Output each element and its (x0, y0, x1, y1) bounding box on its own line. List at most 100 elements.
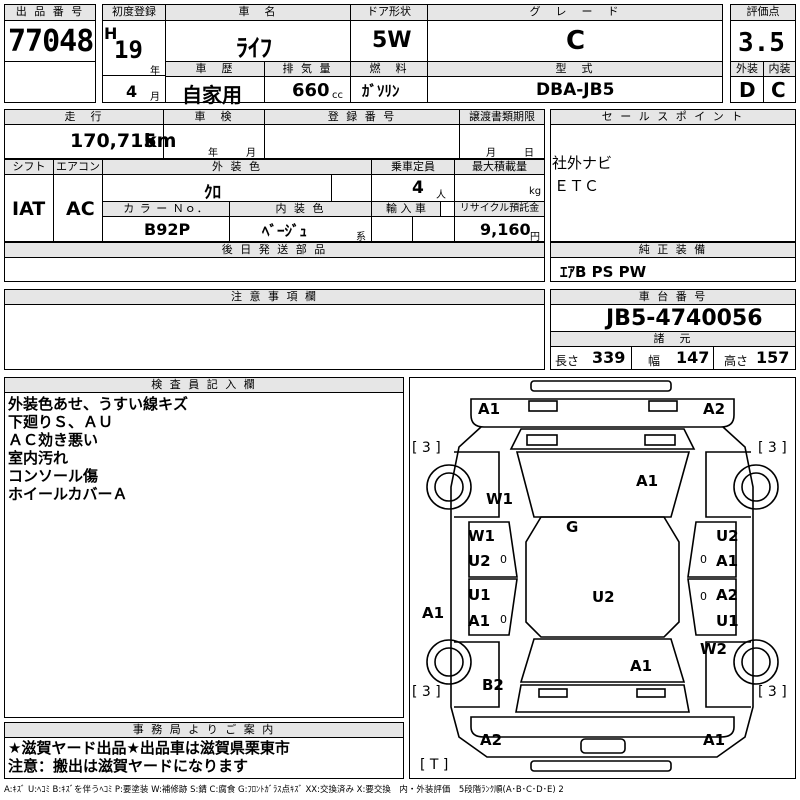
transfer-doc-label: 譲渡書類期限 (459, 109, 545, 125)
front-panel-outline (470, 398, 735, 428)
front-door-left-outline (468, 521, 518, 578)
model: DBA-JB5 (536, 80, 615, 100)
damage-mark: 0 (700, 553, 707, 566)
sales-point: 社外ナビ (552, 154, 613, 172)
interior-cell (763, 76, 796, 103)
era: H (104, 24, 118, 43)
damage-mark: A1 (630, 657, 653, 675)
damage-mark: A1 (422, 604, 445, 622)
import-cell-a (371, 216, 413, 242)
sales-point: ＥＴＣ (554, 177, 600, 195)
damage-mark: A1 (478, 400, 501, 418)
notes-label: 注 意 事 項 欄 (4, 289, 545, 305)
inspector-note: コンソール傷 (8, 467, 99, 485)
damage-mark: 0 (500, 553, 507, 566)
damage-mark: U1 (468, 586, 491, 604)
interior-grade: C (771, 78, 786, 102)
aircon-label: エアコン (53, 159, 103, 175)
office-note: 注意：搬出は滋賀ヤードになります (8, 757, 249, 775)
car-diagram-frame (409, 377, 796, 779)
tire-tread-bracket: [ 3 ] (758, 440, 787, 456)
office-note: ★滋賀ヤード出品★出品車は滋賀県栗東市 (8, 739, 290, 757)
capacity: 4 (412, 178, 424, 198)
inspector-note: 室内汚れ (8, 449, 69, 467)
shift: IAT (12, 198, 46, 220)
car-diagram (426, 380, 779, 772)
body-outline (450, 426, 754, 758)
wheel-rear-right (733, 639, 779, 685)
damage-mark: W2 (700, 640, 727, 658)
notes-cell (4, 304, 545, 370)
inspector-notes-cell (4, 392, 404, 718)
damage-mark: A2 (703, 400, 726, 418)
genuine-equipment-label: 純 正 装 備 (550, 242, 796, 258)
door-label: ドア形状 (350, 4, 428, 21)
wheel-rear-left (426, 639, 472, 685)
mileage-label: 走 行 (4, 109, 164, 125)
damage-mark: U2 (592, 588, 615, 606)
rear-bumper-outline (530, 760, 672, 772)
recycle-unit: 円 (530, 232, 540, 243)
history: 自家用 (182, 83, 242, 107)
fuel-label: 燃 料 (350, 61, 428, 77)
damage-mark: A1 (703, 731, 726, 749)
wiper-left-outline (526, 434, 558, 446)
recycle-fee: 9,160 (480, 220, 531, 239)
month-unit: 月 (150, 92, 160, 103)
front-fender-left-outline (454, 451, 500, 518)
shift-label: シフト (4, 159, 54, 175)
inspector-notes: 外装色あせ、うすい線キズ 下廻りＳ、ＡＵ ＡＣ効き悪い 室内汚れ コンソール傷 … (8, 395, 188, 503)
reg-no-cell (264, 124, 460, 159)
model-label: 型 式 (427, 61, 723, 77)
damage-mark: B2 (482, 676, 504, 694)
color-no: B92P (144, 220, 191, 239)
reg-year: 19 (114, 36, 143, 64)
headlight-left-outline (528, 400, 558, 412)
sales-points-label: セ ー ル ス ポ イ ン ト (550, 109, 796, 125)
reg-month: 4 (126, 82, 138, 101)
height-label: 高さ (724, 354, 749, 368)
car-name-label: 車 名 (165, 4, 351, 21)
recycle-label: リサイクル預託金 (454, 201, 545, 217)
body-color-label: 外 装 色 (102, 159, 372, 175)
length-label: 長さ (555, 354, 580, 368)
specs-label: 諸 元 (550, 331, 796, 347)
grade-label: グ レ ー ド (427, 4, 723, 21)
legend: A:ｷｽﾞ U:ﾍｺﾐ B:ｷｽﾞを伴うﾍｺﾐ P:要塗装 W:補修跡 S:錆 … (4, 785, 564, 795)
lot-number-label: 出 品 番 号 (4, 4, 96, 21)
sales-points-cell (550, 124, 796, 242)
damage-mark: A1 (636, 472, 659, 490)
width: 147 (676, 348, 710, 367)
tail-right-outline (636, 688, 666, 698)
transfer-month-unit: 月 (486, 148, 496, 159)
score-label: 評価点 (730, 4, 796, 21)
rear-fender-left-outline (454, 641, 500, 708)
wiper-right-outline (644, 434, 676, 446)
first-reg-label: 初度登録 (102, 4, 166, 21)
front-door-right-outline (687, 521, 737, 578)
tail-left-outline (538, 688, 568, 698)
exterior-grade: D (739, 78, 756, 102)
interior-color-label: 内 装 色 (229, 201, 372, 217)
rear-fender-right-outline (705, 641, 751, 708)
spare-tire-bracket: [ T ] (420, 757, 449, 773)
mileage-unit: km (144, 130, 177, 152)
color-no-label: カ ラ ー Ｎｏ． (102, 201, 230, 217)
max-load-unit: kg (529, 186, 542, 197)
capacity-unit: 人 (436, 190, 446, 201)
car-name: ﾗｲﾌ (236, 34, 272, 62)
damage-mark: 0 (500, 613, 507, 626)
damage-mark: U2 (716, 527, 739, 545)
office-notes: ★滋賀ヤード出品★出品車は滋賀県栗東市 注意：搬出は滋賀ヤードになります (8, 739, 290, 775)
grade: C (566, 26, 586, 56)
interior-color-unit: 系 (356, 232, 366, 243)
office-notes-cell (4, 737, 404, 779)
tire-tread-bracket: [ 3 ] (758, 684, 787, 700)
rear-door-left-outline (468, 578, 518, 636)
year-unit: 年 (150, 66, 160, 77)
inspector-label: 検 査 員 記 入 欄 (4, 377, 404, 393)
interior-color: ﾍﾞｰｼﾞｭ (262, 222, 308, 240)
reg-no-label: 登 録 番 号 (264, 109, 460, 125)
capacity-label: 乗車定員 (371, 159, 455, 175)
mileage: 170,715 (70, 130, 157, 152)
